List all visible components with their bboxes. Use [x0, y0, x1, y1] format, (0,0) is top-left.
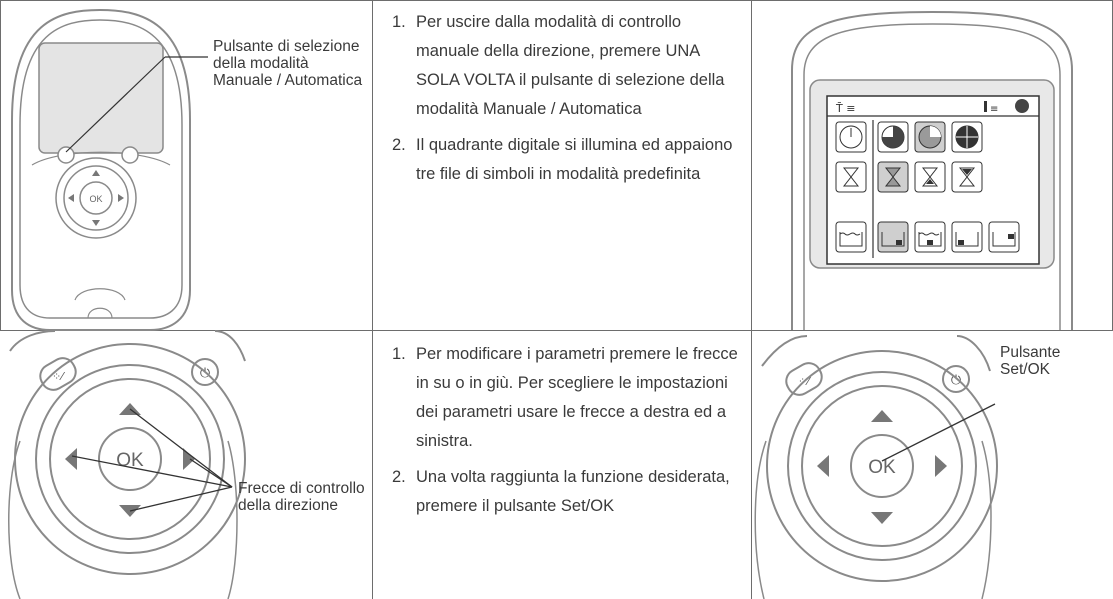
ok-button-illustration: ⁘⁄ ⏻ OK: [754, 335, 998, 599]
step-item: 1.Per uscire dalla modalità di controllo…: [392, 13, 725, 118]
column-divider-1: [372, 0, 373, 599]
arrow-right-icon: [183, 448, 195, 470]
direction-arrows-callout: Frecce di controllo della direzione: [238, 480, 365, 514]
table-border-left: [0, 0, 1, 331]
ok-button-label: OK: [868, 457, 896, 478]
power-icon: ⏻: [200, 366, 210, 381]
arrow-down-icon: [871, 512, 893, 524]
arrow-right-icon: [118, 194, 124, 202]
direction-pad-illustration: ⁘⁄ ⏻ OK: [8, 330, 246, 599]
step-item: 1.Per modificare i parametri premere le …: [392, 345, 738, 450]
clock-symbol-row: [835, 121, 983, 153]
arrow-up-icon: [871, 410, 893, 422]
svg-text:≡: ≡: [990, 104, 998, 115]
arrow-left-icon: [68, 194, 74, 202]
arrow-up-icon: [92, 170, 100, 176]
remote-screen: [38, 42, 164, 154]
screen-closeup-illustration: T̄ ≡ ≡: [791, 10, 1073, 330]
ok-button[interactable]: [850, 434, 914, 498]
step-list-1: 1.Per uscire dalla modalità di controllo…: [392, 8, 742, 196]
column-divider-2: [751, 0, 752, 599]
svg-text:⁘⁄: ⁘⁄: [52, 370, 65, 383]
row-divider: [0, 330, 1113, 331]
callout-line: [881, 403, 996, 462]
ok-button-label: OK: [89, 194, 102, 204]
mode-select-button[interactable]: [57, 146, 75, 164]
power-icon: ⏻: [951, 373, 961, 388]
callout-lines: [71, 408, 233, 512]
battery-icon: [984, 101, 987, 112]
step-list-2: 1.Per modificare i parametri premere le …: [392, 340, 742, 528]
step-item: 2.Il quadrante digitale si illumina ed a…: [392, 136, 733, 183]
arrow-left-icon: [65, 448, 77, 470]
pool-symbol-row: [835, 221, 1020, 253]
remote-front-illustration: OK: [11, 8, 208, 331]
signal-icon: T̄ ≡: [835, 102, 855, 115]
table-border-top: [0, 0, 1113, 1]
mode-button-callout: Pulsante di selezione della modalità Man…: [213, 38, 363, 89]
power-button[interactable]: [121, 146, 139, 164]
callout-line: [65, 56, 166, 153]
globe-icon: [1015, 99, 1029, 113]
step-item: 2.Una volta raggiunta la funzione deside…: [392, 468, 730, 515]
ok-button-callout: Pulsante Set/OK: [1000, 344, 1061, 378]
ok-button[interactable]: [98, 427, 162, 491]
arrow-right-icon: [935, 455, 947, 477]
arrow-down-icon: [92, 220, 100, 226]
arrow-left-icon: [817, 455, 829, 477]
hourglass-symbol-row: [835, 161, 983, 193]
